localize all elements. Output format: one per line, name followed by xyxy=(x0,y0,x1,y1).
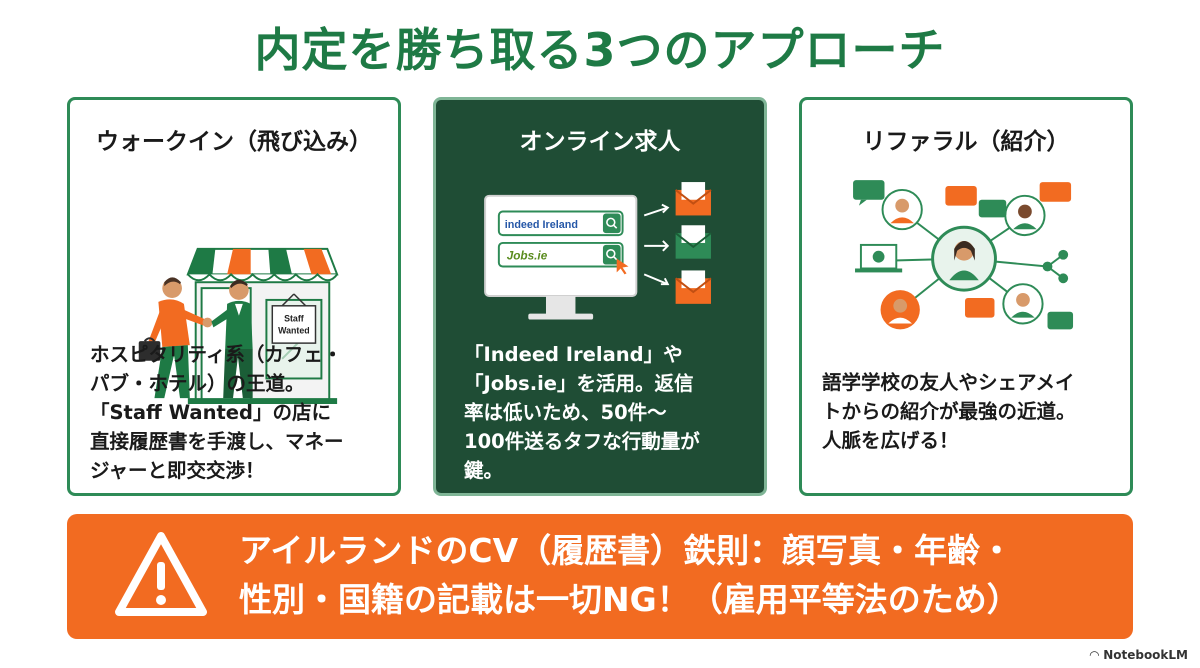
awning-icon xyxy=(186,247,339,282)
sign-line2: Wanted xyxy=(278,325,310,335)
card-online: オンライン求人 indeed Ireland Jobs.ie xyxy=(433,97,767,496)
mail-icon xyxy=(675,182,712,304)
monitor-icon: indeed Ireland Jobs.ie xyxy=(484,182,712,320)
card-title-walk-in: ウォークイン（飛び込み） xyxy=(96,129,372,155)
warning-text: アイルランドのCV（履歴書）鉄則：顔写真・年齢・ 性別・国籍の記載は一切NG！（… xyxy=(239,531,1020,619)
search2-text: Jobs.ie xyxy=(507,250,548,263)
card-text-referral: 語学学校の友人やシェアメイ トからの紹介が最強の近道。 人脈を広げる！ xyxy=(822,371,1076,452)
search-bar-jobsie xyxy=(497,241,624,268)
warning-banner: アイルランドのCV（履歴書）鉄則：顔写真・年齢・ 性別・国籍の記載は一切NG！（… xyxy=(67,514,1133,639)
warning-icon xyxy=(115,532,207,616)
manager-person-icon xyxy=(211,279,253,399)
network-icon xyxy=(853,180,1074,330)
handshake-icon xyxy=(202,317,213,328)
card-title-referral: リファラル（紹介） xyxy=(862,129,1070,155)
page-title: 内定を勝ち取る3つのアプローチ xyxy=(254,23,946,77)
card-text-online: 「Indeed Ireland」や 「Jobs.ie」を活用。返信 率は低いため… xyxy=(464,343,700,482)
card-title-online: オンライン求人 xyxy=(519,129,681,155)
search-icon xyxy=(606,217,616,228)
card-walk-in: ウォークイン（飛び込み） Staff Wanted xyxy=(67,97,401,496)
notebooklm-icon: ◠ xyxy=(1089,648,1104,662)
card-text-walk-in: ホスピタリティ系（カフェ・ パブ・ホテル）の王道。 「Staff Wanted」… xyxy=(90,343,344,482)
brand-text: NotebookLM xyxy=(1103,648,1188,662)
card-referral: リファラル（紹介） xyxy=(799,97,1133,496)
applicant-person-icon xyxy=(138,277,206,399)
storefront-illustration: Staff Wanted xyxy=(138,247,339,405)
search1-text: indeed Ireland xyxy=(505,219,578,231)
search-bar-indeed xyxy=(497,210,624,237)
sign-line1: Staff xyxy=(284,314,304,324)
brand-label: ◠ NotebookLM xyxy=(1090,648,1188,662)
